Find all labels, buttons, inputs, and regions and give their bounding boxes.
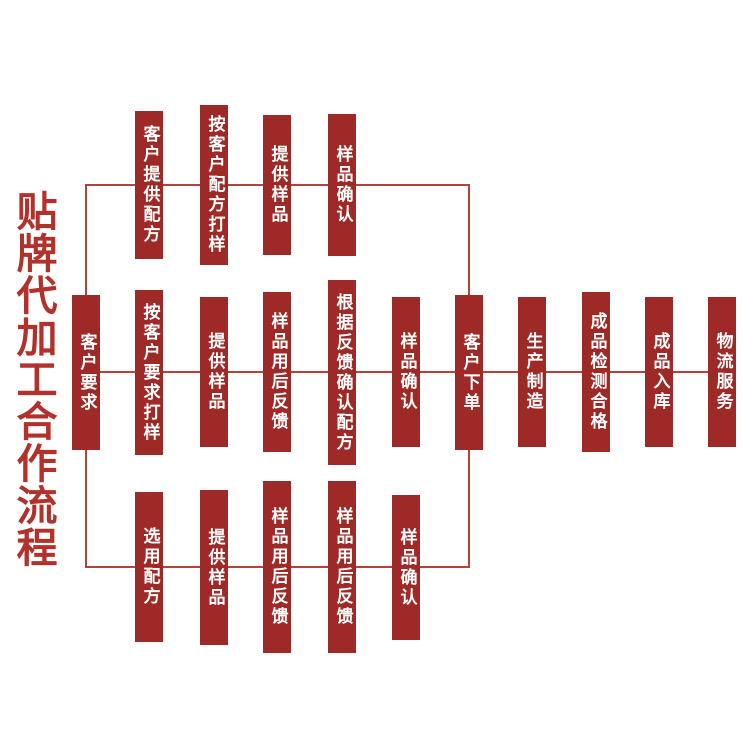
flow-node: 样品用后反馈 bbox=[328, 481, 356, 653]
connector-line-right-down-vertical bbox=[468, 448, 470, 568]
flow-node-label: 客户提供配方 bbox=[139, 125, 160, 245]
flow-node: 成品入库 bbox=[645, 297, 673, 447]
flow-node-start: 客户要求 bbox=[72, 295, 100, 450]
flow-node-label: 样品确认 bbox=[396, 527, 417, 608]
flow-node: 物流服务 bbox=[708, 297, 736, 447]
flow-node: 客户提供配方 bbox=[135, 111, 163, 259]
flow-node: 样品确认 bbox=[328, 114, 356, 256]
flow-node-label: 提供样品 bbox=[204, 527, 225, 608]
flow-node-label: 按客户要求打样 bbox=[139, 302, 160, 443]
connector-line-left-up-vertical bbox=[85, 184, 87, 300]
flow-node: 样品确认 bbox=[392, 495, 420, 640]
flow-node-label: 按客户配方打样 bbox=[204, 115, 225, 255]
flow-node-label: 提供样品 bbox=[204, 332, 225, 412]
flow-node: 提供样品 bbox=[200, 297, 228, 447]
flow-node-label: 成品入库 bbox=[649, 332, 670, 412]
flow-node-label: 样品用后反馈 bbox=[267, 312, 288, 432]
flow-node: 样品用后反馈 bbox=[263, 481, 291, 653]
connector-line-right-up-vertical bbox=[468, 184, 470, 300]
flow-node: 按客户配方打样 bbox=[200, 105, 228, 265]
diagram-title: 贴牌代加工合作流程 bbox=[9, 190, 57, 568]
flow-node: 样品确认 bbox=[392, 297, 420, 447]
flow-node-label: 客户下单 bbox=[459, 332, 480, 413]
flow-node: 根据反馈确认配方 bbox=[328, 280, 356, 465]
flow-node: 生产制造 bbox=[518, 297, 546, 447]
connector-line-left-down-vertical bbox=[85, 448, 87, 568]
flow-node-label: 样品用后反馈 bbox=[267, 507, 288, 627]
flow-node-label: 客户要求 bbox=[76, 332, 97, 413]
flow-node: 提供样品 bbox=[200, 490, 228, 645]
flow-node-label: 根据反馈确认配方 bbox=[332, 292, 353, 453]
flow-node: 按客户要求打样 bbox=[135, 290, 163, 455]
flow-node-label: 选用配方 bbox=[139, 527, 160, 607]
flow-node-label: 样品确认 bbox=[396, 332, 417, 412]
flow-node-label: 提供样品 bbox=[267, 145, 288, 225]
flow-node: 选用配方 bbox=[135, 492, 163, 642]
flow-node-label: 样品确认 bbox=[332, 145, 353, 225]
flow-node: 成品检测合格 bbox=[582, 292, 610, 452]
flow-node-label: 生产制造 bbox=[522, 332, 543, 412]
flow-node: 样品用后反馈 bbox=[263, 292, 291, 452]
flow-node-label: 样品用后反馈 bbox=[332, 507, 353, 627]
flow-node: 提供样品 bbox=[263, 115, 291, 255]
flow-node-label: 物流服务 bbox=[712, 332, 733, 412]
flow-node-converge: 客户下单 bbox=[455, 295, 483, 450]
flow-node-label: 成品检测合格 bbox=[586, 312, 607, 432]
